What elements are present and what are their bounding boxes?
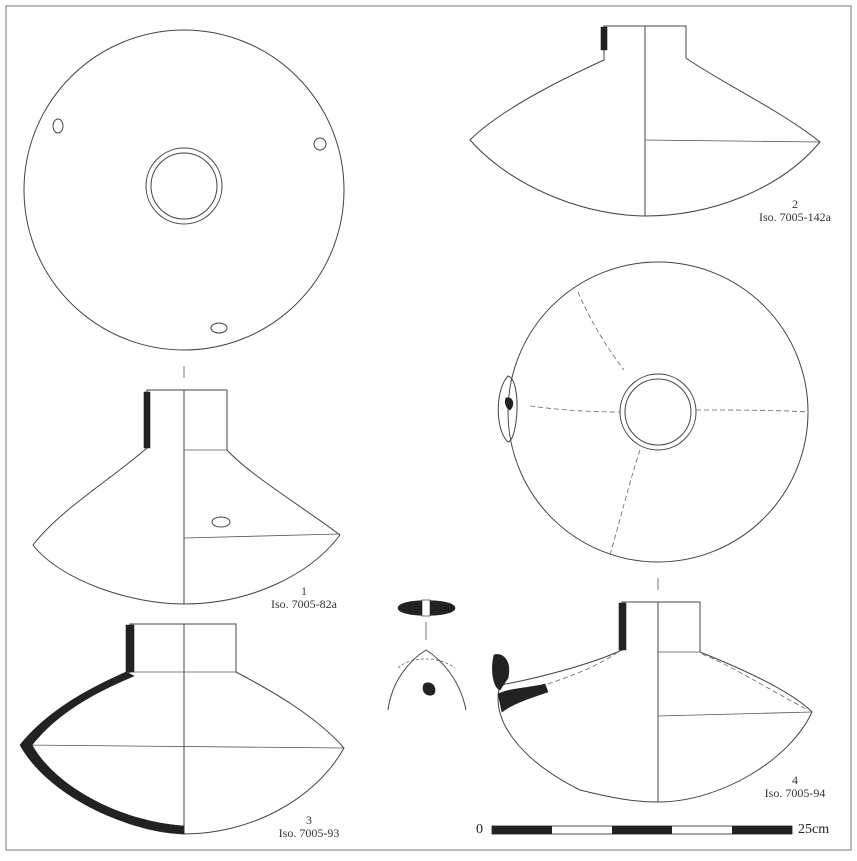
vessel-2-catalog: Iso. 7005-142a — [759, 210, 831, 224]
vessel-1-number: 1 — [301, 584, 307, 598]
vessel-3-label: 3 Iso. 7005-93 — [264, 814, 354, 840]
vessel-1-catalog: Iso. 7005-82a — [271, 597, 337, 611]
scale-start-label: 0 — [476, 822, 483, 837]
vessel-4-handle — [497, 375, 518, 443]
vessel-2-number: 2 — [792, 197, 798, 211]
scale-end-label: 25cm — [798, 822, 830, 837]
vessel-2-label: 2 Iso. 7005-142a — [745, 198, 845, 224]
lug-2 — [313, 137, 327, 151]
vessel-1-label: 1 Iso. 7005-82a — [258, 585, 350, 611]
vessel-2-profile — [469, 25, 821, 217]
vessel-4-top-view — [497, 261, 809, 590]
vessel-4-catalog: Iso. 7005-94 — [764, 786, 826, 800]
scale-bar — [491, 825, 793, 835]
vessel-3-number: 3 — [306, 813, 312, 827]
plate-frame — [5, 5, 852, 851]
vessel-3-catalog: Iso. 7005-93 — [278, 826, 340, 840]
vessel-4-profile — [492, 601, 813, 803]
vessel-1-top-view — [23, 29, 345, 378]
lug-3 — [210, 322, 228, 334]
lug-1 — [52, 118, 64, 134]
vessel-3-profile — [19, 623, 345, 835]
vessel-4-number: 4 — [792, 773, 798, 787]
vessel-4-label: 4 Iso. 7005-94 — [750, 774, 840, 800]
vessel-4-handle-detail — [387, 599, 467, 711]
vessel-1-profile — [32, 389, 341, 605]
